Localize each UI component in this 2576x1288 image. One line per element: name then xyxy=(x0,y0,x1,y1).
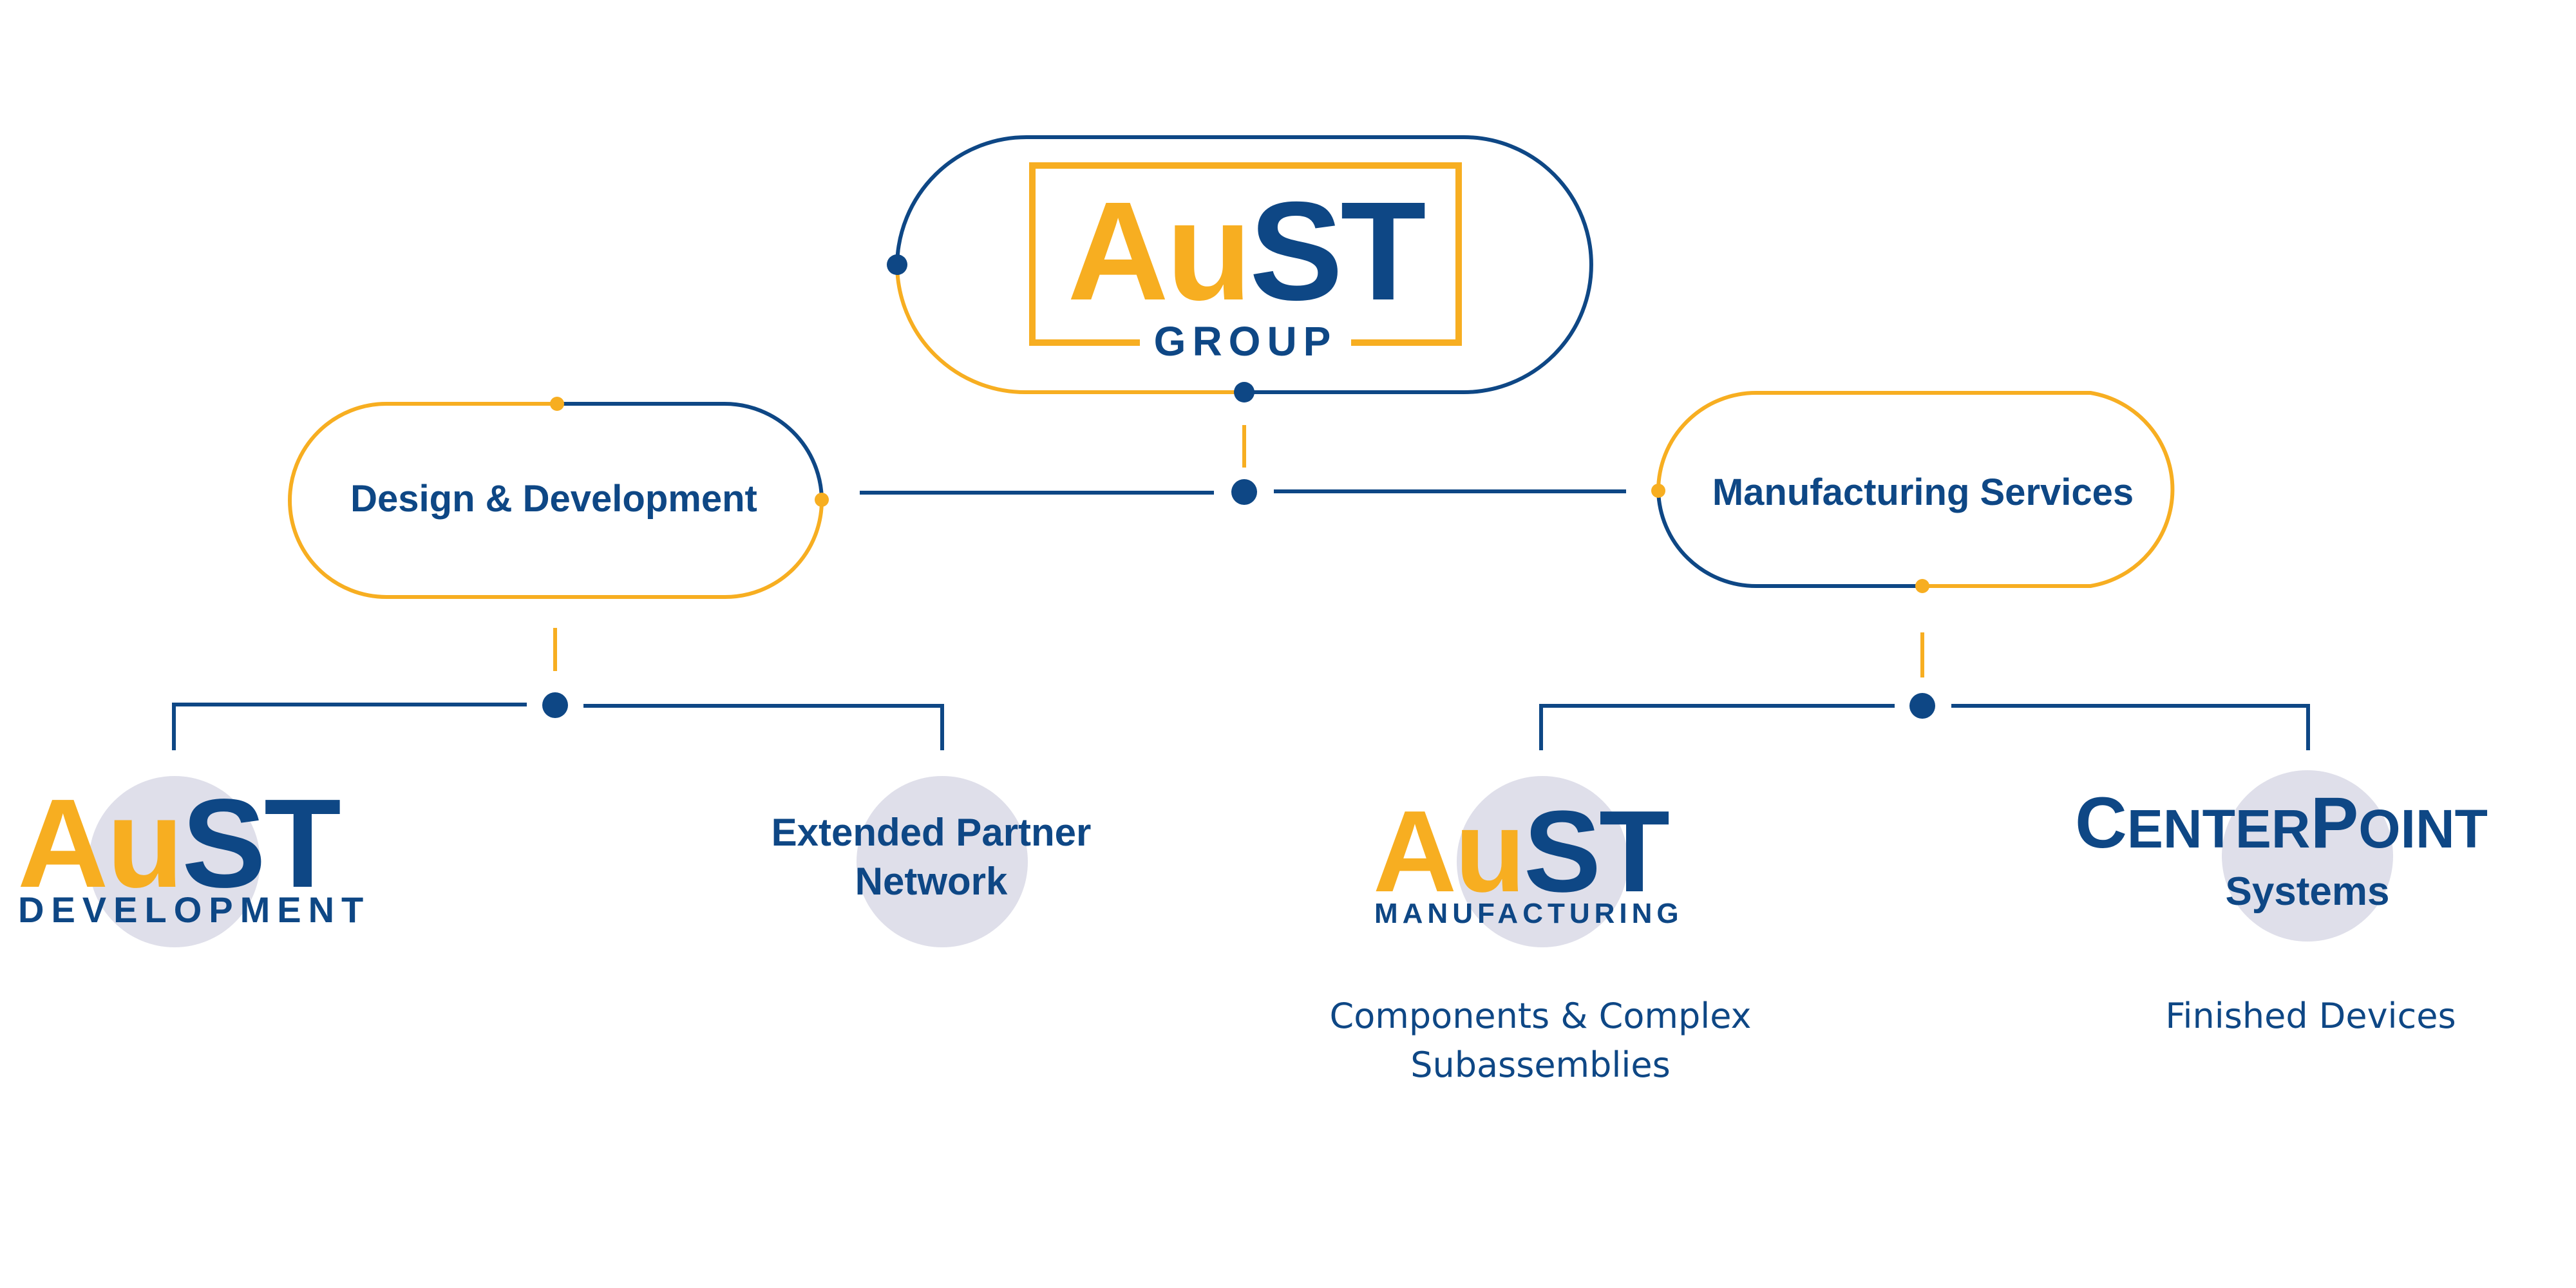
design-branch-right xyxy=(583,704,944,750)
manufacturing-junction-dot xyxy=(1909,693,1935,719)
manufacturing-bottom-dot xyxy=(1915,579,1929,593)
aust-development-wordmark: AuST xyxy=(17,781,341,907)
design-right-dot xyxy=(815,493,829,507)
manufacturing-branch-left xyxy=(1539,704,1895,750)
design-pill-outline-navy xyxy=(557,402,824,500)
aust-manufacturing-suffix: ST xyxy=(1523,787,1670,916)
manufacturing-left-dot xyxy=(1651,484,1665,498)
root-logo-prefix: Au xyxy=(1067,173,1252,330)
aust-manufacturing-caption-line2: Subassemblies xyxy=(1410,1045,1671,1085)
manufacturing-branch-right xyxy=(1951,704,2310,750)
partner-network-circle xyxy=(857,776,1028,947)
aust-development-prefix: Au xyxy=(17,773,184,914)
root-pill-outline-navy xyxy=(895,135,1593,394)
centerpoint-caption: Finished Devices xyxy=(2165,996,2456,1036)
aust-development-subtitle: DEVELOPMENT xyxy=(18,889,371,930)
root-left-dot xyxy=(887,254,907,275)
root-logo-subtitle: GROUP xyxy=(1140,317,1351,366)
centerpoint-initial-p: P xyxy=(2310,782,2359,863)
design-development-label: Design & Development xyxy=(350,478,757,520)
centerpoint-initial-c: C xyxy=(2075,782,2127,863)
design-junction-dot xyxy=(542,692,568,718)
root-bottom-dot xyxy=(1234,382,1255,402)
design-branch-left xyxy=(172,703,527,750)
manufacturing-pill-outline-navy xyxy=(1656,490,1922,588)
aust-development-suffix: ST xyxy=(182,773,341,914)
manufacturing-pill-outline-gold xyxy=(1656,391,2175,588)
root-logo-wordmark: AuST xyxy=(1029,182,1462,322)
center-junction-dot xyxy=(1231,479,1257,505)
aust-manufacturing-circle xyxy=(1457,776,1628,947)
centerpoint-wordmark: CENTERPOINT xyxy=(2075,787,2488,859)
design-top-dot xyxy=(550,397,564,411)
root-logo-suffix: ST xyxy=(1249,173,1426,330)
centerpoint-subtitle: Systems xyxy=(2225,869,2390,914)
aust-manufacturing-subtitle: MANUFACTURING xyxy=(1374,898,1683,929)
centerpoint-circle xyxy=(2222,770,2393,942)
partner-network-line1: Extended Partner xyxy=(771,811,1092,854)
aust-development-circle xyxy=(89,776,260,947)
centerpoint-word1-rest: ENTER xyxy=(2126,799,2311,859)
centerpoint-word2-rest: OINT xyxy=(2358,799,2488,859)
root-pill-outline-gold xyxy=(895,264,1244,395)
partner-network-line2: Network xyxy=(855,860,1008,903)
aust-manufacturing-wordmark: AuST xyxy=(1373,794,1670,910)
design-pill-outline-gold xyxy=(288,402,824,600)
aust-manufacturing-caption-line1: Components & Complex xyxy=(1329,996,1752,1036)
manufacturing-services-label: Manufacturing Services xyxy=(1712,471,2134,513)
aust-manufacturing-prefix: Au xyxy=(1373,787,1526,916)
